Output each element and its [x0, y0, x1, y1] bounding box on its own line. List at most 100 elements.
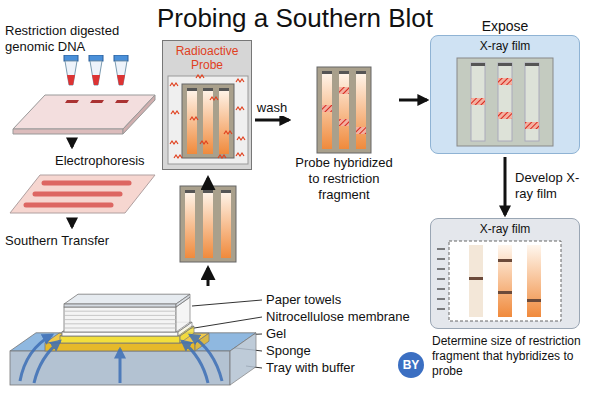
drawing-part — [10, 175, 155, 213]
tubes-gel-art — [5, 55, 160, 135]
drawing-part — [525, 122, 539, 129]
blotted-membrane — [180, 186, 236, 262]
part-label: Tray with buffer — [266, 360, 355, 376]
drawing-part — [65, 61, 77, 85]
drawing-part — [498, 112, 512, 119]
step-label: Electrophoresis — [5, 153, 160, 169]
drawing-part — [10, 333, 256, 351]
drawing-part — [322, 71, 332, 149]
drawing-part — [498, 63, 512, 141]
drawing-part — [322, 71, 332, 74]
drawing-part — [356, 71, 366, 149]
drawing-part — [435, 54, 575, 150]
drawing-part — [115, 100, 129, 103]
drawing-part — [525, 63, 539, 66]
drawing-part — [525, 63, 539, 141]
drawing-part — [203, 190, 213, 258]
drawing-part — [185, 190, 195, 193]
drawing-part — [322, 105, 332, 112]
drawing-part — [117, 75, 125, 85]
drawing-part — [219, 88, 229, 91]
drawing-part — [5, 55, 160, 135]
edge-label: wash — [255, 100, 289, 116]
drawing-part — [317, 67, 371, 153]
drawing-part — [166, 74, 250, 166]
edge-label: Develop X-ray film — [513, 170, 587, 202]
drawing-part — [236, 153, 244, 156]
developed-film-panel: X-ray film — [430, 218, 580, 329]
drawing-part — [356, 127, 366, 134]
drawing-part — [498, 63, 512, 66]
drawing-part — [292, 65, 396, 155]
drawing-part — [471, 63, 485, 141]
drawing-part — [219, 88, 229, 154]
drawing-part — [174, 155, 182, 158]
electrophoresis-gel: Electrophoresis — [5, 150, 160, 217]
drawing-part — [437, 298, 445, 299]
drawing-part — [0, 249, 262, 394]
drawing-part — [64, 307, 176, 332]
drawing-part — [187, 88, 197, 91]
flow-arrow — [71, 138, 74, 147]
membrane-art — [292, 65, 396, 155]
film-art — [435, 54, 575, 150]
drawing-part — [176, 294, 190, 307]
sample-tubes-and-gel: Restriction digested genomic DNA — [5, 20, 160, 135]
step-label: Probe hybridized to restriction fragment — [292, 155, 396, 203]
drawing-part — [435, 237, 575, 325]
part-label: Nitrocellulose membrane — [266, 309, 410, 325]
drawing-part — [457, 58, 553, 146]
drawing-part — [449, 241, 561, 321]
step-heading: Expose — [430, 17, 580, 35]
drawing-part — [437, 248, 445, 249]
expose-panel: ExposeX-ray film — [430, 14, 580, 154]
xray-cassette: X-ray film — [430, 35, 580, 154]
drawing-part — [437, 258, 445, 259]
drawing-part — [437, 268, 445, 269]
drawing-part — [65, 100, 79, 103]
drawing-part — [35, 192, 120, 197]
drawing-part — [210, 97, 218, 100]
drawing-part — [5, 169, 160, 217]
drawing-part — [114, 55, 128, 61]
flow-arrow — [399, 99, 427, 102]
developed-film-art — [435, 237, 575, 325]
drawing-part — [64, 55, 78, 61]
drawing-part — [34, 341, 60, 383]
drawing-part — [187, 88, 197, 154]
drawing-part — [437, 278, 445, 279]
drawing-part — [182, 341, 208, 383]
drawing-part — [196, 75, 204, 78]
drawing-part — [89, 55, 103, 61]
drawing-part — [44, 181, 129, 186]
drawing-part — [90, 100, 104, 103]
drawing-part — [203, 88, 213, 91]
drawing-part — [221, 190, 231, 258]
drawing-part — [200, 141, 208, 144]
transfer-art — [0, 249, 262, 394]
drawing-part — [498, 259, 512, 262]
watermark: BY — [398, 352, 424, 378]
step-label: Restriction digested genomic DNA — [5, 23, 160, 55]
probe-box: Radioactive Probe — [162, 40, 252, 170]
drawing-part — [218, 155, 226, 158]
drawing-part — [203, 190, 213, 193]
flow-arrow — [504, 157, 507, 215]
drawing-part — [236, 79, 244, 82]
transfer-apparatus: Southern Transfer — [0, 230, 262, 394]
drawing-part — [13, 95, 155, 129]
drawing-part — [170, 141, 178, 144]
drawing-part — [170, 83, 178, 86]
drawing-part — [339, 119, 349, 126]
part-label: Gel — [266, 326, 286, 342]
drawing-part — [207, 268, 210, 286]
drawing-part — [119, 349, 122, 383]
gel-art — [5, 169, 160, 217]
drawing-part — [62, 332, 178, 336]
drawing-part — [26, 203, 111, 208]
drawing-part — [64, 304, 176, 307]
drawing-part — [469, 277, 483, 280]
drawing-part — [60, 336, 180, 343]
drawing-part — [64, 319, 176, 320]
part-label: Paper towels — [266, 292, 341, 308]
